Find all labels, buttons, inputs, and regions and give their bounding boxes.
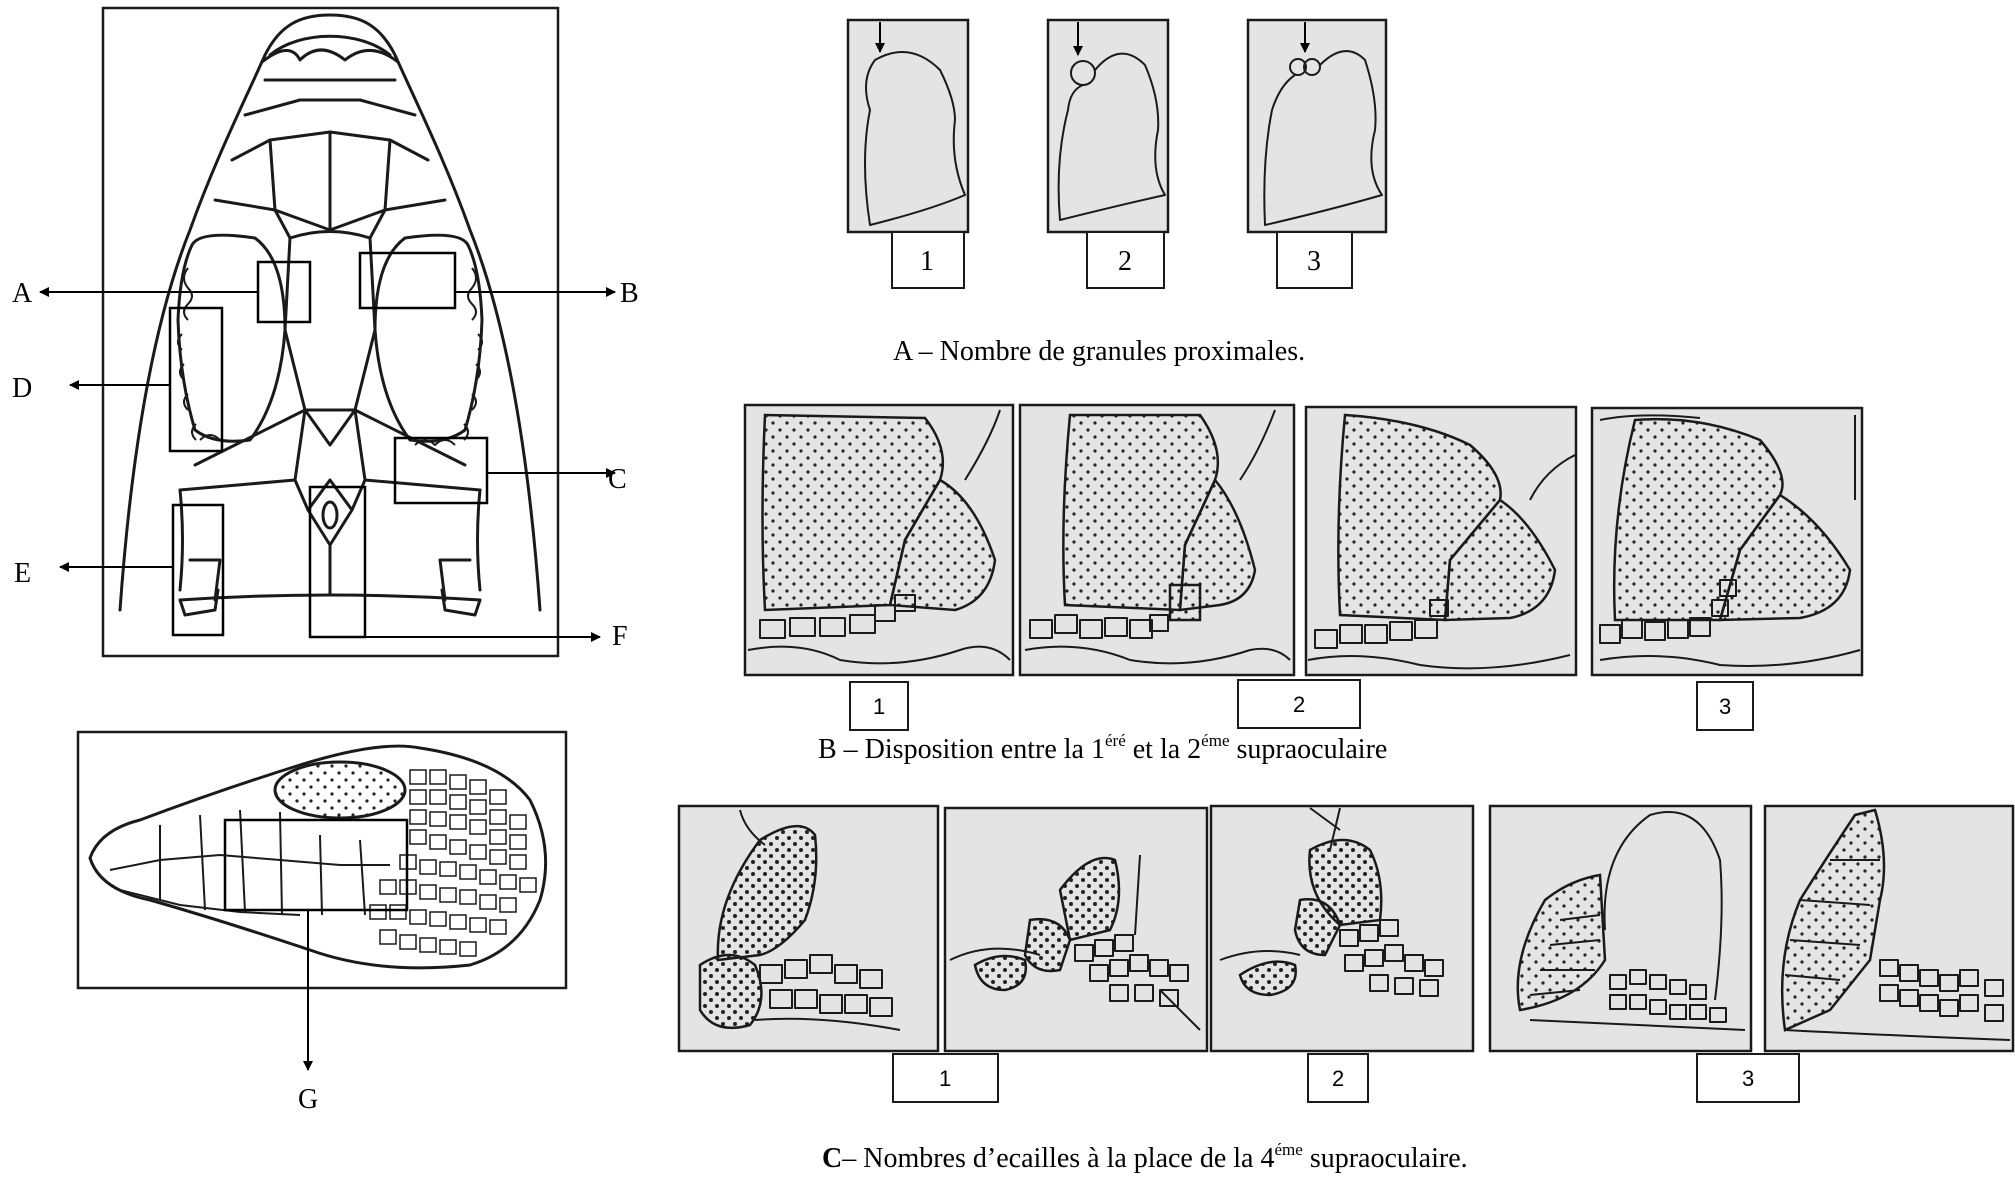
lateral-head-figure: G xyxy=(78,732,566,1115)
a-number-2: 2 xyxy=(1118,246,1132,277)
label-d: D xyxy=(12,373,32,404)
c-number-1: 1 xyxy=(939,1066,951,1091)
section-b-panels: 1 2 3 xyxy=(745,405,1862,730)
c-number-2: 2 xyxy=(1332,1066,1344,1091)
label-a: A xyxy=(12,278,33,309)
dorsal-head-figure: A B C D E F xyxy=(12,8,639,656)
c-number-3: 3 xyxy=(1742,1066,1754,1091)
b-number-2: 2 xyxy=(1293,692,1305,717)
label-e: E xyxy=(14,558,31,589)
b-number-1: 1 xyxy=(873,694,885,719)
a-panel-2 xyxy=(1048,20,1168,232)
section-a-panels: 1 2 3 xyxy=(848,20,1386,288)
caption-a: A – Nombre de granules proximales. xyxy=(893,336,1305,367)
label-g: G xyxy=(298,1084,318,1115)
a-number-3: 3 xyxy=(1307,246,1321,277)
section-c-panels: 1 2 3 xyxy=(679,806,2013,1102)
a-number-1: 1 xyxy=(920,246,934,277)
caption-b: B – Disposition entre la 1éré et la 2éme… xyxy=(818,731,1387,765)
b-number-3: 3 xyxy=(1719,694,1731,719)
label-b: B xyxy=(620,278,639,309)
label-f: F xyxy=(612,621,628,652)
caption-c: C– Nombres d’ecailles à la place de la 4… xyxy=(822,1140,1468,1174)
label-c: C xyxy=(608,464,627,495)
